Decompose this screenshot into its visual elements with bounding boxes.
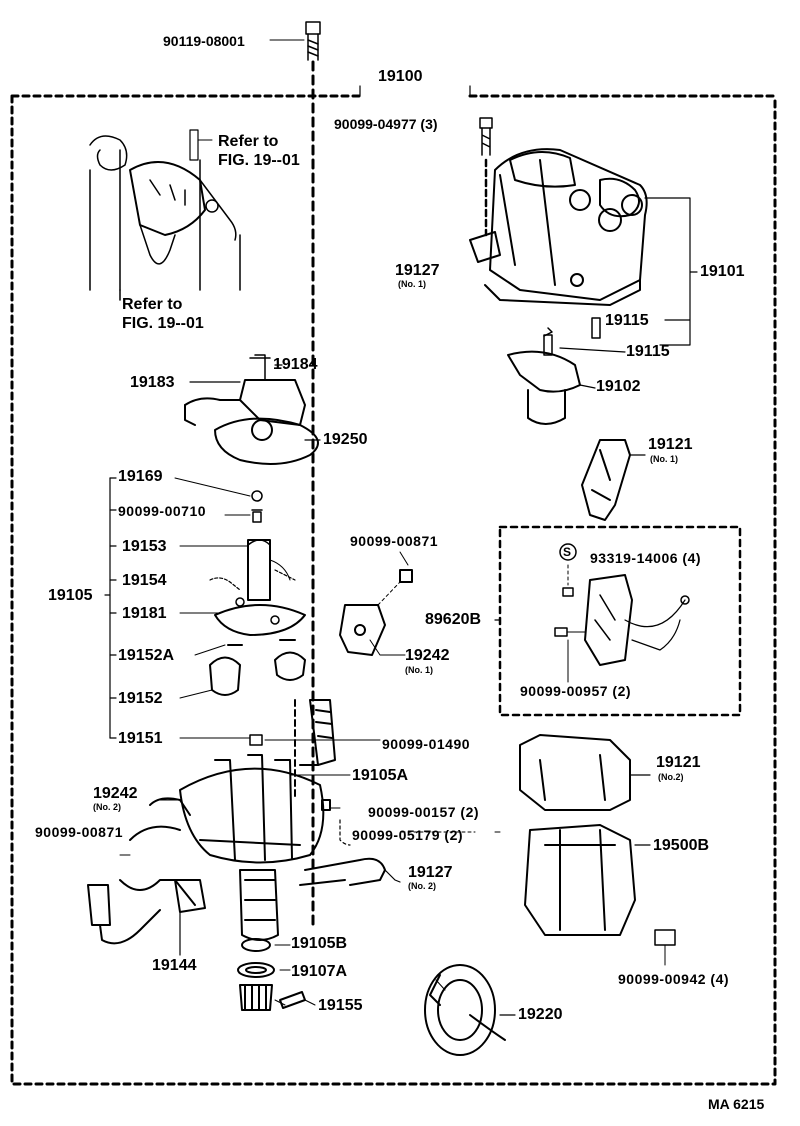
part-90099-04977: 90099-04977 (3) xyxy=(334,116,438,132)
part-19115-b: 19115 xyxy=(626,343,670,360)
part-19250: 19250 xyxy=(323,431,368,448)
bracket-19121-no1 xyxy=(581,439,646,521)
assembly-leader xyxy=(359,85,471,97)
part-19242-low: 19242 xyxy=(93,785,138,802)
part-19184: 19184 xyxy=(273,356,318,373)
part-90099-00871-mid: 90099-00871 xyxy=(350,533,439,549)
part-90099-00710: 90099-00710 xyxy=(118,503,207,519)
vacuum-advance-19220 xyxy=(424,964,516,1056)
s-mark: S xyxy=(563,545,572,559)
distributor-housing xyxy=(87,699,336,945)
part-19151: 19151 xyxy=(118,730,163,747)
part-90099-01490: 90099-01490 xyxy=(382,736,471,752)
part-19183: 19183 xyxy=(130,374,175,391)
part-19220: 19220 xyxy=(518,1006,563,1023)
part-19154: 19154 xyxy=(122,572,167,589)
part-19102: 19102 xyxy=(596,378,641,395)
part-19242-mid-sub: (No. 1) xyxy=(405,665,433,675)
part-19105: 19105 xyxy=(48,587,93,604)
part-19169: 19169 xyxy=(118,468,163,485)
distributor-cap-19101 xyxy=(469,148,648,306)
part-19107A: 19107A xyxy=(291,963,348,980)
part-90119-08001: 90119-08001 xyxy=(163,33,245,49)
part-19181: 19181 xyxy=(122,605,167,622)
part-19153: 19153 xyxy=(122,538,167,555)
part-19127-top: 19127 xyxy=(395,262,440,279)
part-19152A: 19152A xyxy=(118,647,175,664)
fig-text-bottom: FIG. 19--01 xyxy=(122,315,204,332)
part-90099-00157: 90099-00157 (2) xyxy=(368,804,480,820)
bracket-19242-no1 xyxy=(339,551,413,656)
refer-text-top: Refer to xyxy=(218,133,279,150)
part-19121-low-sub: (No.2) xyxy=(658,772,684,782)
cover-19121-no2 xyxy=(519,734,651,811)
part-90099-05179: 90099-05179 (2) xyxy=(352,827,464,843)
assembly-boundary xyxy=(10,94,777,1086)
part-19242-low-sub: (No. 2) xyxy=(93,802,121,812)
diagram-code: MA 6215 xyxy=(708,1096,765,1112)
part-19121-top-sub: (No. 1) xyxy=(650,454,678,464)
lower-parts xyxy=(237,938,316,1011)
igniter-89620B xyxy=(494,525,742,717)
part-19105B: 19105B xyxy=(291,935,348,952)
part-19155: 19155 xyxy=(318,997,363,1014)
part-93319-14006: 93319-14006 (4) xyxy=(590,550,702,566)
part-90099-00942: 90099-00942 (4) xyxy=(618,971,730,987)
breaker-plate-19250 xyxy=(184,354,319,465)
fig-text-top: FIG. 19--01 xyxy=(218,152,300,169)
assembly-label: 19100 xyxy=(378,68,423,85)
refer-text-bottom: Refer to xyxy=(122,296,183,313)
part-19500B: 19500B xyxy=(653,837,710,854)
screw-90099-04977 xyxy=(479,117,493,237)
part-19144: 19144 xyxy=(152,957,197,974)
part-19121-low: 19121 xyxy=(656,754,701,771)
wire-harness-top xyxy=(89,129,241,301)
part-19115-a: 19115 xyxy=(605,312,649,329)
part-90099-00957: 90099-00957 (2) xyxy=(520,683,632,699)
part-19101: 19101 xyxy=(700,263,745,280)
part-19121-top: 19121 xyxy=(648,436,693,453)
bolt-90119-08001 xyxy=(269,21,321,932)
housing-19500B xyxy=(524,824,651,936)
part-89620B: 89620B xyxy=(425,611,482,628)
part-19152: 19152 xyxy=(118,690,163,707)
part-19127-top-sub: (No. 1) xyxy=(398,279,426,289)
clamp-19127-no2 xyxy=(299,857,401,886)
part-19242-mid: 19242 xyxy=(405,647,450,664)
part-19105A: 19105A xyxy=(352,767,409,784)
governor-column xyxy=(104,477,306,746)
part-90099-00871-low: 90099-00871 xyxy=(35,824,124,840)
rotor-19102 xyxy=(507,350,596,425)
part-19127-low-sub: (No. 2) xyxy=(408,881,436,891)
part-19127-low: 19127 xyxy=(408,864,453,881)
